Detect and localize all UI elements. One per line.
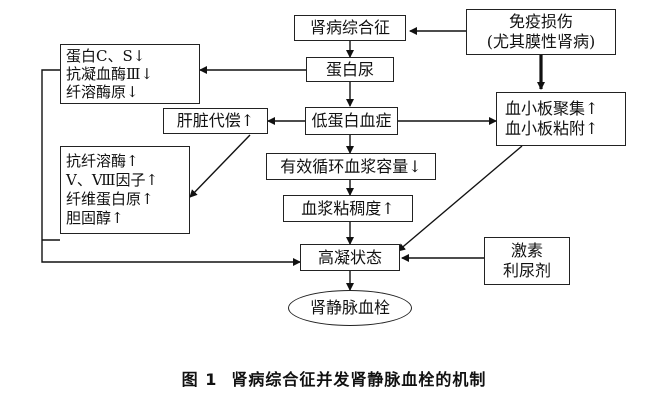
node-platelet: 血小板聚集↑ 血小板粘附↑ [496, 92, 626, 146]
node-hormone-diuretic: 激素 利尿剂 [484, 237, 570, 285]
node-hypercoagulable-state: 高凝状态 [300, 244, 400, 271]
increase-item: 纤维蛋白原↑ [66, 190, 154, 208]
node-effective-volume: 有效循环血浆容量↓ [266, 153, 436, 180]
node-hypoalbuminemia: 低蛋白血症 [305, 107, 398, 135]
node-plasma-viscosity: 血浆粘稠度↑ [283, 195, 413, 222]
node-renal-vein-thrombosis: 肾静脉血栓 [288, 290, 412, 326]
lost-item: 抗凝血酶Ⅲ↓ [66, 65, 154, 83]
increase-item: 胆固醇↑ [66, 209, 124, 227]
figure-caption: 图 1 肾病综合征并发肾静脉血栓的机制 [0, 366, 668, 390]
platelet-item: 血小板粘附↑ [505, 119, 599, 138]
node-proteinuria: 蛋白尿 [306, 57, 394, 82]
node-increased-factors: 抗纤溶酶↑ Ⅴ、Ⅷ因子↑ 纤维蛋白原↑ 胆固醇↑ [60, 146, 190, 234]
figure-title: 肾病综合征并发肾静脉血栓的机制 [231, 370, 487, 389]
lost-item: 蛋白C、S↓ [66, 47, 146, 65]
increase-item: Ⅴ、Ⅷ因子↑ [66, 171, 159, 189]
increase-item: 抗纤溶酶↑ [66, 152, 139, 170]
platelet-item: 血小板聚集↑ [505, 99, 599, 118]
lost-item: 纤溶酶原↓ [66, 83, 139, 101]
node-lost-anticoagulants: 蛋白C、S↓ 抗凝血酶Ⅲ↓ 纤溶酶原↓ [60, 44, 200, 104]
node-immune-injury: 免疫损伤 (尤其膜性肾病) [466, 9, 616, 55]
node-nephrotic-syndrome: 肾病综合征 [294, 15, 406, 41]
figure-label: 图 1 [181, 370, 218, 389]
node-liver-compensation: 肝脏代偿↑ [163, 108, 268, 134]
